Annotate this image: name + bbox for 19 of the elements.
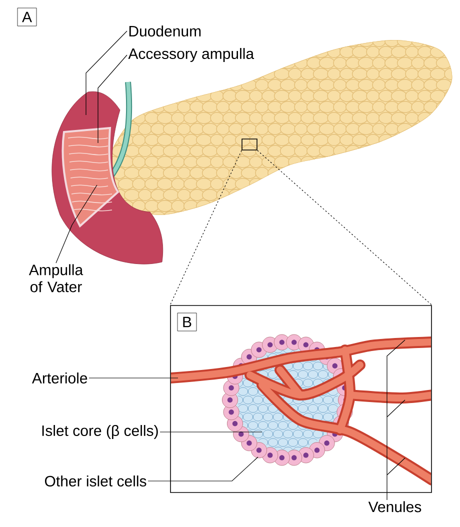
inset-panel: B <box>170 305 432 493</box>
leader-line <box>98 54 128 144</box>
leader-line <box>386 340 406 500</box>
callout-label: Venules <box>368 501 422 512</box>
panel-letter: A <box>17 8 37 26</box>
islet-drawing <box>171 334 431 486</box>
callout-label: Duodenum <box>129 26 201 36</box>
callout-label: Other islet cells <box>44 475 146 486</box>
duodenum-drawing <box>52 82 164 264</box>
callout-label: Ampulla of Vater <box>28 264 84 292</box>
leader-line <box>86 30 128 116</box>
callout-label: Accessory ampulla <box>128 48 254 62</box>
leader-line <box>56 184 98 264</box>
zoom-box <box>242 138 258 150</box>
callout-label: Arteriole <box>32 372 88 384</box>
leader-line <box>257 150 432 306</box>
callout-label: Islet core (β cells) <box>42 425 158 439</box>
leader-line <box>170 150 242 306</box>
leader-line <box>148 456 258 482</box>
